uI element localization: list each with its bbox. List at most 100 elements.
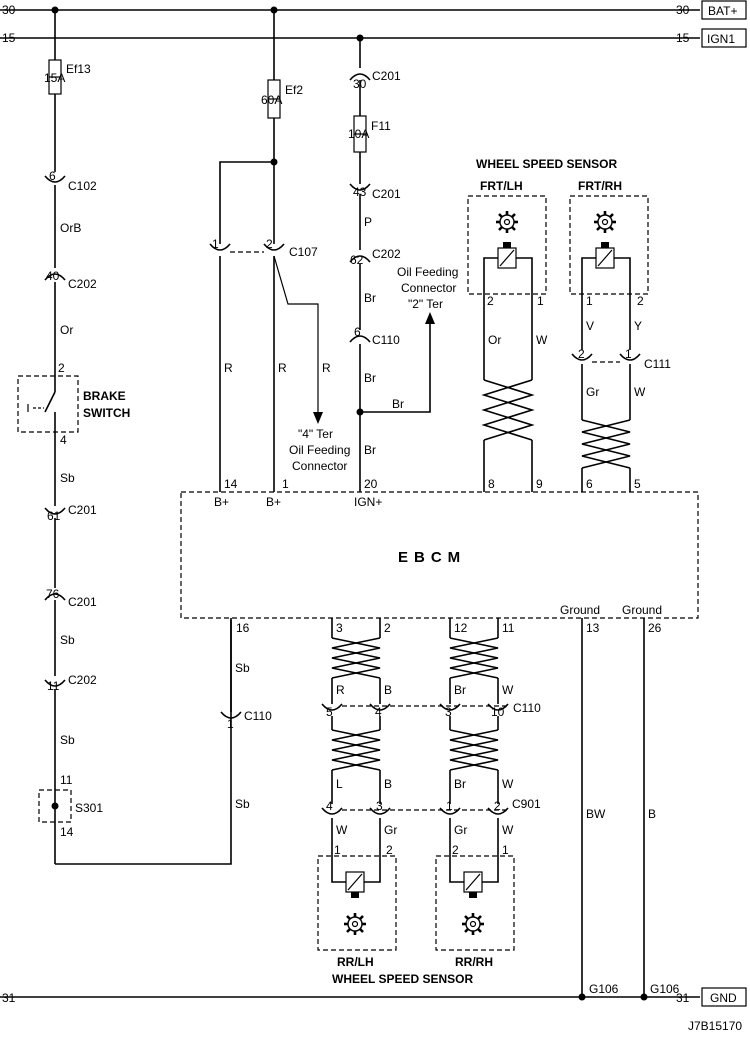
gear-icon (460, 911, 486, 937)
wire-color-b-rl-2: B (384, 777, 392, 791)
pin-rrrh-2: 2 (452, 843, 459, 857)
pin-frlh-2: 2 (487, 294, 494, 308)
connector-c201-d: C201 (372, 187, 401, 201)
pin-c202-11: 11 (47, 679, 60, 693)
rear-rh-harness: Br W 3 10 C110 Br W 1 2 C901 Gr W 2 1 RR… (435, 618, 541, 969)
fuse-ef2-rating: 60A (261, 93, 282, 107)
wire-color-br-3: Br (392, 397, 404, 411)
wire-color-w-rl: W (336, 823, 348, 837)
oil-feed-label-3: "2" Ter (408, 297, 443, 311)
gnd-rail-right-label: 31 (676, 991, 690, 1005)
wire-color-br-4: Br (364, 443, 376, 457)
pin-ebcm-6: 6 (586, 477, 593, 491)
pin-ebcm-8: 8 (488, 477, 495, 491)
rr-lh-label: RR/LH (337, 955, 374, 969)
ter4-label-1: "4" Ter (298, 427, 333, 441)
wire-color-gr-rr: Gr (454, 823, 467, 837)
pin-c111-2: 2 (578, 347, 585, 361)
wire-color-br-2: Br (364, 371, 376, 385)
ebcm-bplus-2: B+ (266, 495, 281, 509)
pin-c202-62: 62 (350, 253, 364, 267)
front-wheel-sensors: WHEEL SPEED SENSOR FRT/LH FRT/RH 2 1 Or … (467, 157, 671, 492)
wire-color-w-frlh: W (536, 333, 548, 347)
brake-switch-label-2: SWITCH (83, 406, 130, 420)
connector-c201-c: C201 (372, 69, 401, 83)
fuse-ef13-rating: 15A (44, 71, 65, 85)
pin-frrh-2: 2 (637, 294, 644, 308)
connector-c110-c: C110 (513, 701, 541, 715)
pin-ebcm-11: 11 (502, 621, 515, 635)
wire-color-r-rl: R (336, 683, 345, 697)
ground-g106-a: G106 (589, 982, 619, 996)
rear-lh-harness: R B 5 4 L B 4 3 W Gr 1 2 RR/LH (317, 618, 397, 969)
pin-rrlh-1: 1 (334, 843, 341, 857)
wire-color-b-rl-1: B (384, 683, 392, 697)
ign-circuit: 30 C201 F11 10A 43 C201 P 62 C202 Br 6 C… (348, 38, 458, 492)
pin-c202-40: 40 (46, 269, 60, 283)
pin-ebcm-5: 5 (634, 477, 641, 491)
pin-c110-1: 1 (227, 717, 234, 731)
fuse-ef13-name: Ef13 (66, 62, 91, 76)
ebcm-bplus-1: B+ (214, 495, 229, 509)
pin-rrrh-1: 1 (502, 843, 509, 857)
pin-brake-2: 2 (58, 361, 65, 375)
ebcm-module: 14 1 20 8 9 6 5 B+ B+ IGN+ EBCM Ground G… (180, 477, 699, 635)
b-plus-circuit: Ef2 60A 1 2 C107 R R R "4" Ter Oil Feedi… (209, 10, 350, 492)
pin-c201-76: 76 (46, 587, 60, 601)
pin-c110-3: 3 (445, 705, 452, 719)
connector-c102: C102 (68, 179, 97, 193)
sensor-rr-rh-box (435, 855, 515, 951)
fuse-f11-rating: 10A (348, 127, 369, 141)
pin-frrh-1: 1 (586, 294, 593, 308)
wire-color-r-1: R (224, 361, 233, 375)
fuse-f11-name: F11 (371, 119, 391, 133)
pin-c111-1: 1 (625, 347, 632, 361)
wire-color-l: L (336, 777, 343, 791)
oil-feed-label-2: Connector (401, 281, 456, 295)
frt-rh-label: FRT/RH (578, 179, 622, 193)
gear-icon (494, 209, 520, 235)
wire-color-gr-rl: Gr (384, 823, 397, 837)
pin-ebcm-9: 9 (536, 477, 543, 491)
pin-ebcm-13: 13 (586, 621, 600, 635)
gear-icon (342, 911, 368, 937)
pin-ebcm-1: 1 (282, 477, 289, 491)
pin-frlh-1: 1 (537, 294, 544, 308)
connector-c201-b: C201 (68, 595, 97, 609)
wss-top-title: WHEEL SPEED SENSOR (476, 157, 617, 171)
ign1-box: IGN1 (707, 32, 735, 46)
wire-color-r-3: R (322, 361, 331, 375)
pin-c901-1: 1 (446, 799, 453, 813)
bat-rail-left-label: 30 (2, 3, 16, 17)
pin-ebcm-26: 26 (648, 621, 662, 635)
fuse-ef2-name: Ef2 (285, 83, 303, 97)
pin-c110-6: 6 (354, 325, 361, 339)
rr-rh-label: RR/RH (455, 955, 493, 969)
connector-c202-c: C202 (372, 247, 401, 261)
connector-c201-a: C201 (68, 503, 97, 517)
wire-color-sb-2: Sb (60, 633, 75, 647)
pin-c901-3: 3 (376, 799, 383, 813)
pin-s301-11: 11 (60, 773, 73, 787)
pin-ebcm-3: 3 (336, 621, 343, 635)
connector-c107: C107 (289, 245, 318, 259)
wire-color-br-1: Br (364, 291, 376, 305)
ebcm-ignplus: IGN+ (354, 495, 382, 509)
bat-rail-right-label: 30 (676, 3, 690, 17)
wire-color-gr-frrh: Gr (586, 385, 599, 399)
wire-color-sb-5: Sb (235, 797, 250, 811)
wire-color-orb: OrB (60, 221, 81, 235)
connector-c110-a: C110 (372, 333, 400, 347)
pin-c110-5: 5 (326, 705, 333, 719)
pin-c110-10: 10 (491, 705, 505, 719)
gnd-rail-left-label: 31 (2, 991, 16, 1005)
pin-ebcm-20: 20 (364, 477, 378, 491)
ter4-label-3: Connector (292, 459, 347, 473)
wire-color-sb-3: Sb (60, 733, 75, 747)
brake-switch-box (17, 375, 79, 433)
connector-c202-a: C202 (68, 277, 97, 291)
connector-c111: C111 (644, 357, 671, 371)
wire-color-br-rr-1: Br (454, 683, 466, 697)
pin-brake-4: 4 (60, 433, 67, 447)
gear-icon (592, 209, 618, 235)
